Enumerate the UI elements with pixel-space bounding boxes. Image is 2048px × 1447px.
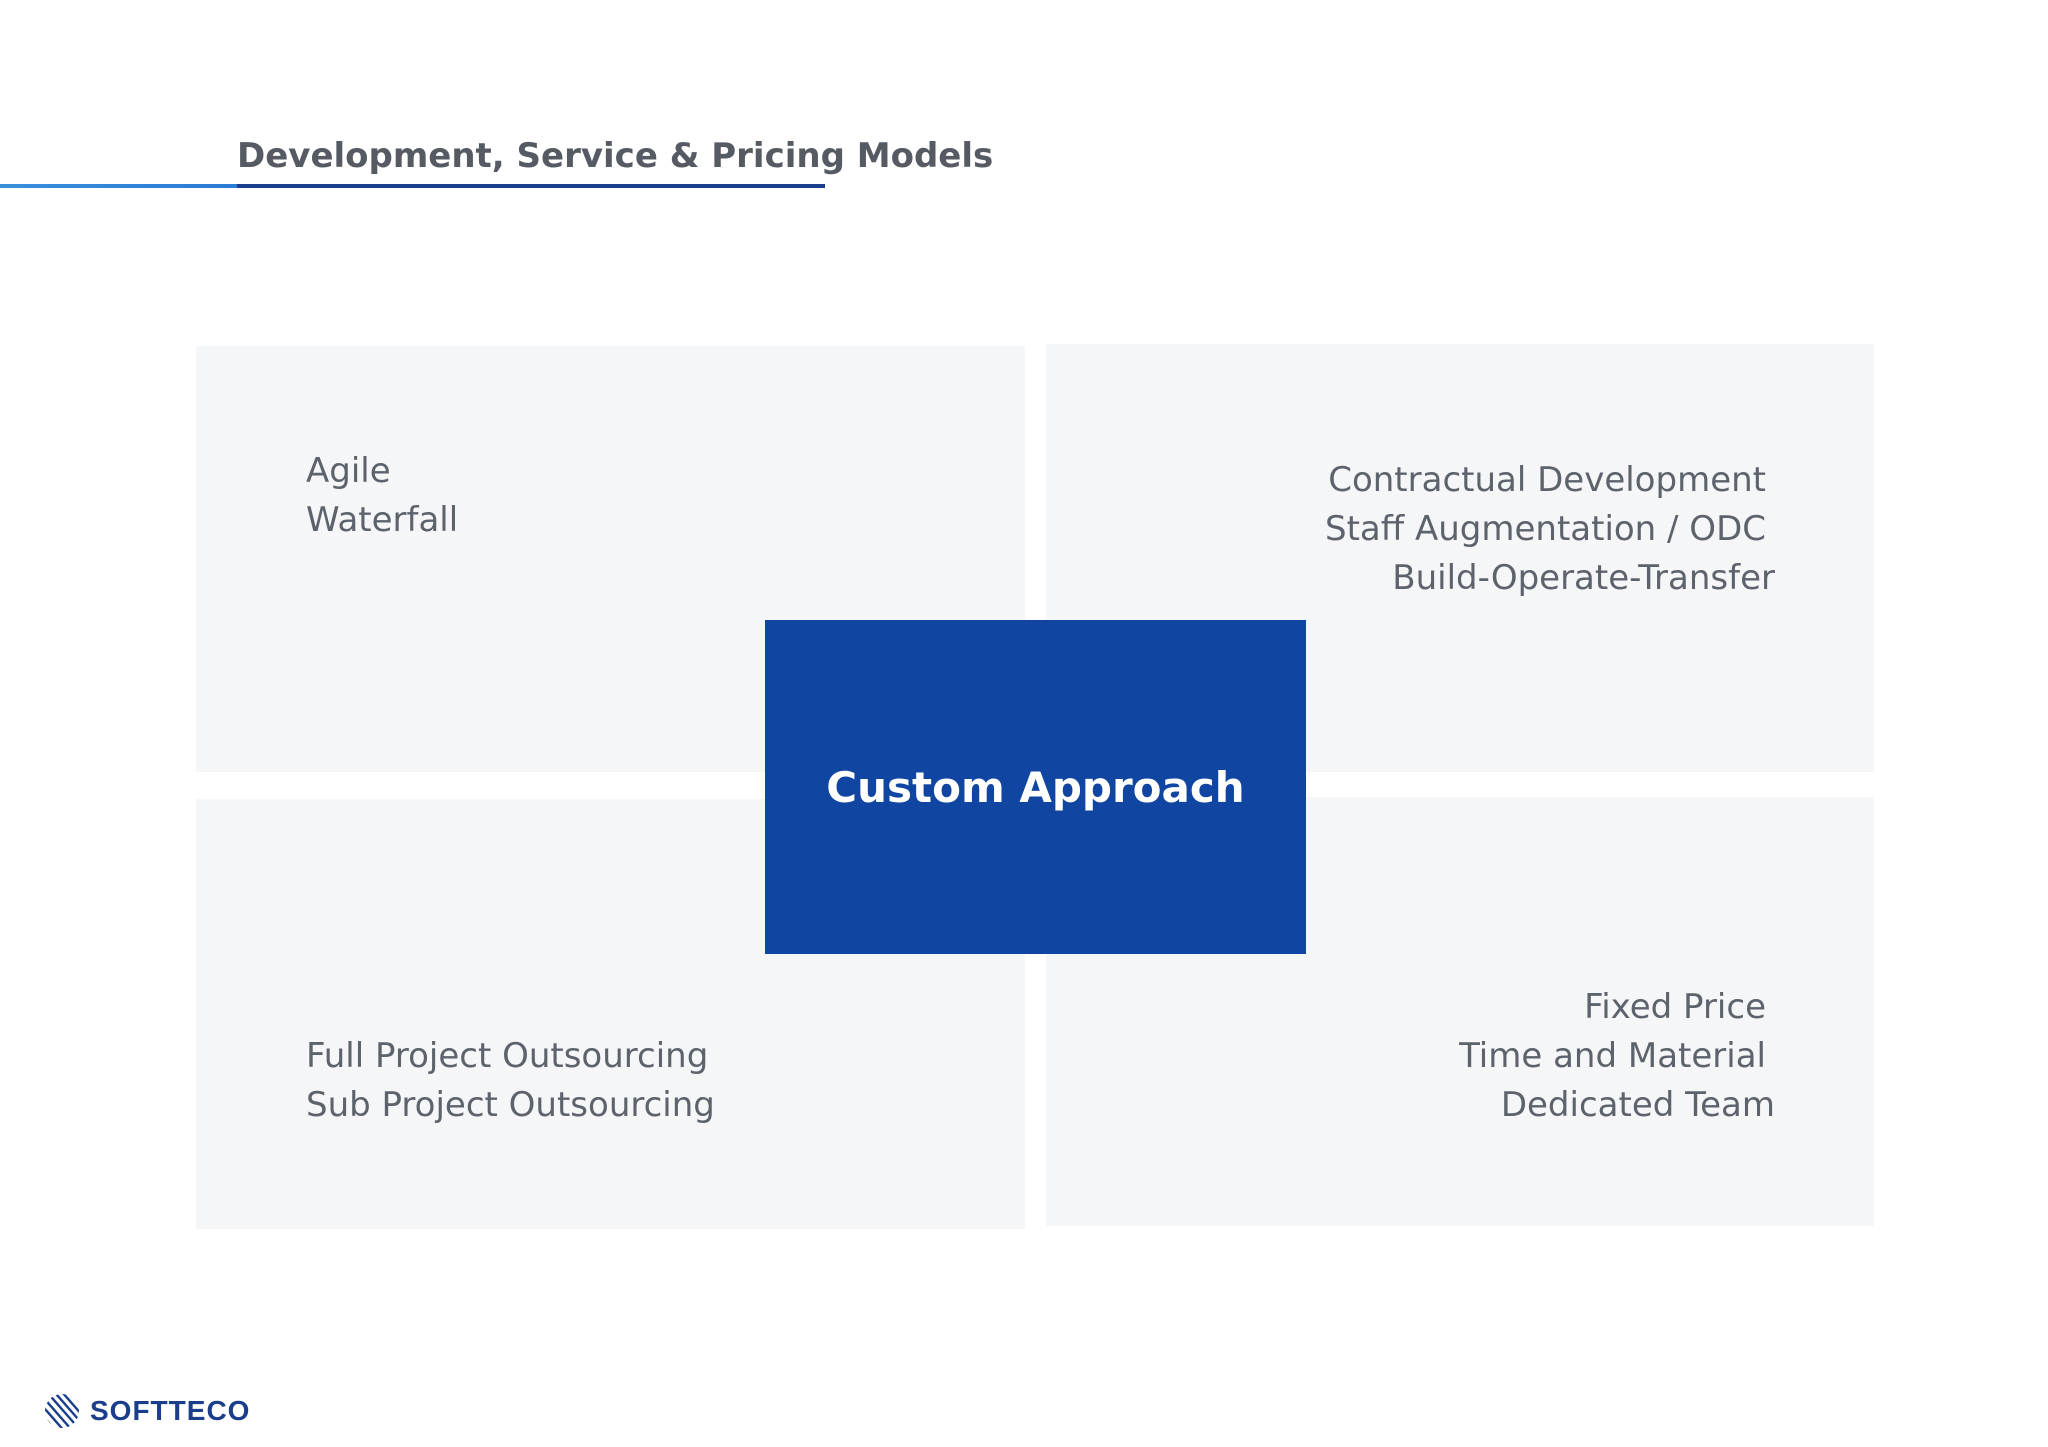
list-item: Staff Augmentation / ODC bbox=[1324, 509, 1766, 549]
list-item: Build-Operate-Transfer bbox=[1392, 558, 1775, 598]
custom-approach-label: Custom Approach bbox=[826, 762, 1245, 812]
list-item: Full Project Outsourcing bbox=[306, 1036, 709, 1076]
list-item: Contractual Development bbox=[1328, 460, 1766, 500]
header-accent-line bbox=[0, 184, 237, 188]
logo-text: SOFTTECO bbox=[90, 1395, 251, 1426]
custom-approach-box: Custom Approach bbox=[765, 620, 1306, 954]
list-item: Agile bbox=[306, 451, 391, 491]
title-underline bbox=[237, 184, 825, 188]
pricing-model-list: Fixed Price Time and Material Dedicated … bbox=[1459, 983, 1775, 1130]
logo-globe-icon bbox=[45, 1394, 79, 1428]
outsourcing-model-list: Full Project Outsourcing Sub Project Out… bbox=[306, 1032, 715, 1130]
service-model-list: Contractual Development Staff Augmentati… bbox=[1324, 456, 1775, 603]
list-item: Waterfall bbox=[306, 500, 459, 540]
company-logo: SOFTTECO bbox=[44, 1393, 250, 1429]
methodology-list: Agile Waterfall bbox=[306, 447, 458, 545]
list-item: Sub Project Outsourcing bbox=[306, 1085, 715, 1125]
list-item: Time and Material bbox=[1459, 1036, 1766, 1076]
list-item: Fixed Price bbox=[1584, 987, 1766, 1027]
page-title: Development, Service & Pricing Models bbox=[237, 136, 994, 176]
list-item: Dedicated Team bbox=[1500, 1085, 1775, 1125]
